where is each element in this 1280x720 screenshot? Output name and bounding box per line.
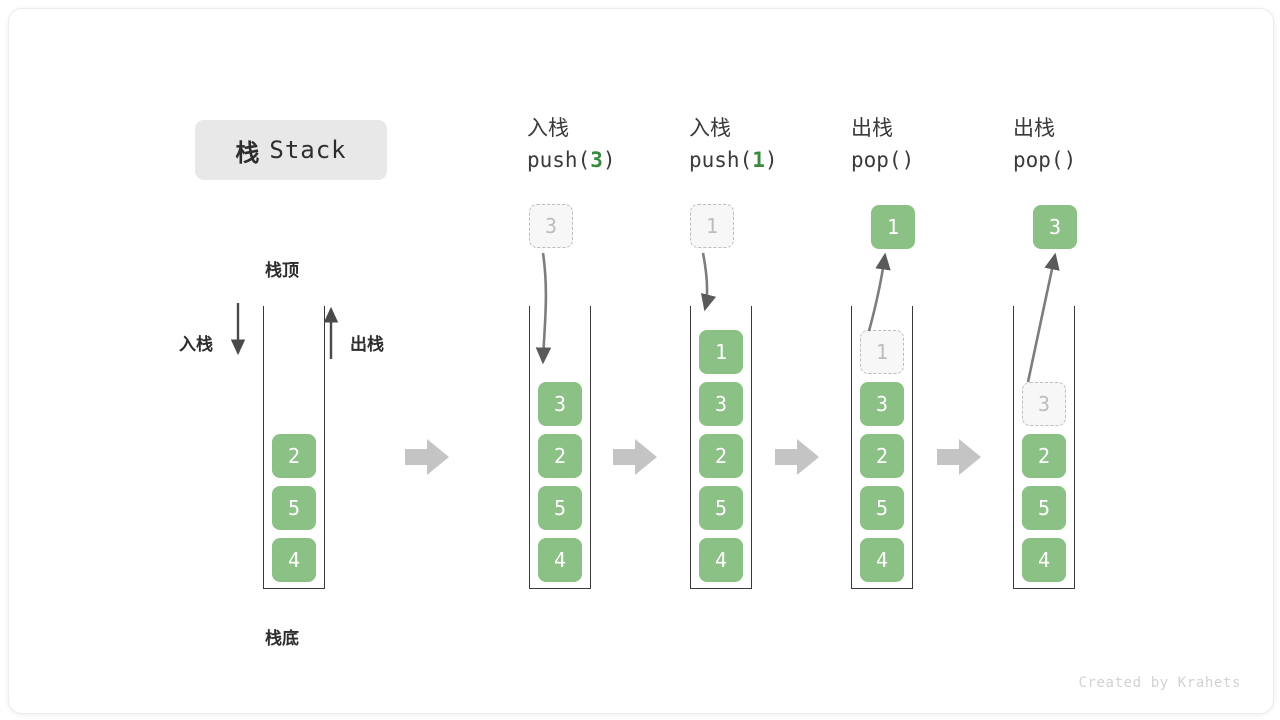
stack-cell: 2	[699, 434, 743, 478]
column-op-label: 出栈	[851, 117, 893, 140]
column-header-push-3: 入栈 push(3)	[527, 114, 687, 176]
page-title-en: Stack	[269, 136, 347, 164]
stack-cell: 2	[538, 434, 582, 478]
stack-cell: 3	[538, 382, 582, 426]
stack-wall-left	[529, 306, 530, 589]
stack-wall-right	[912, 306, 913, 589]
stack-wall-left	[851, 306, 852, 589]
stack-cell: 4	[272, 538, 316, 582]
diagram-card: 栈 Stack 栈顶 栈底 入栈 出栈 2 5 4 入栈 push(3) 3 3…	[8, 8, 1274, 714]
push-direction-label: 入栈	[179, 335, 213, 354]
stack-cell-ghost: 1	[860, 330, 904, 374]
stack-wall-right	[1074, 306, 1075, 589]
stack-cell: 4	[1022, 538, 1066, 582]
stack-container-push-1: 1 3 2 5 4	[690, 306, 752, 589]
flow-separator-arrow	[613, 439, 657, 475]
stack-top-label: 栈顶	[265, 261, 299, 280]
stack-cell: 3	[699, 382, 743, 426]
stack-cell: 4	[699, 538, 743, 582]
column-header-pop-2: 出栈 pop()	[1013, 114, 1173, 176]
stack-cell: 4	[538, 538, 582, 582]
stack-container-push-3: 3 2 5 4	[529, 306, 591, 589]
stack-container-pop-2: 3 2 5 4	[1013, 306, 1075, 589]
stack-cell-ghost: 3	[1022, 382, 1066, 426]
footer-credit: Created by Krahets	[1078, 675, 1241, 691]
stack-wall-left	[263, 306, 264, 589]
page-title-cn: 栈	[235, 139, 260, 167]
stack-bottom-label: 栈底	[265, 629, 299, 648]
stack-wall-left	[1013, 306, 1014, 589]
stack-cell: 5	[699, 486, 743, 530]
column-header-push-1: 入栈 push(1)	[689, 114, 849, 176]
flow-separator-arrow	[405, 439, 449, 475]
pop-direction-label: 出栈	[350, 335, 384, 354]
stack-floor	[263, 588, 325, 589]
stack-container-pop-1: 1 3 2 5 4	[851, 306, 913, 589]
stack-wall-right	[324, 306, 325, 589]
column-code-label: push(1)	[689, 148, 778, 172]
incoming-element-ghost: 1	[690, 204, 734, 248]
stack-floor	[529, 588, 591, 589]
stack-wall-right	[590, 306, 591, 589]
stack-floor	[690, 588, 752, 589]
column-code-label: push(3)	[527, 148, 616, 172]
page-title-badge: 栈 Stack	[195, 120, 387, 180]
stack-cell: 5	[538, 486, 582, 530]
stack-cell: 2	[1022, 434, 1066, 478]
stack-cell: 2	[860, 434, 904, 478]
column-op-label: 入栈	[527, 117, 569, 140]
stack-cell: 5	[860, 486, 904, 530]
stack-floor	[1013, 588, 1075, 589]
stack-cell: 5	[1022, 486, 1066, 530]
stack-floor	[851, 588, 913, 589]
incoming-element-ghost: 3	[529, 204, 573, 248]
stack-cell: 5	[272, 486, 316, 530]
stack-wall-right	[751, 306, 752, 589]
outgoing-element: 3	[1033, 205, 1077, 249]
stack-wall-left	[690, 306, 691, 589]
push-flow-arrow-1	[700, 252, 717, 312]
stack-cell: 3	[860, 382, 904, 426]
column-op-label: 入栈	[689, 117, 731, 140]
column-code-label: pop()	[1013, 148, 1077, 172]
column-code-label: pop()	[851, 148, 915, 172]
column-op-label: 出栈	[1013, 117, 1055, 140]
flow-separator-arrow	[775, 439, 819, 475]
stack-cell: 4	[860, 538, 904, 582]
stack-cell: 2	[272, 434, 316, 478]
column-header-pop-1: 出栈 pop()	[851, 114, 1011, 176]
flow-separator-arrow	[937, 439, 981, 475]
stack-container-initial: 2 5 4	[263, 306, 325, 589]
stack-cell: 1	[699, 330, 743, 374]
outgoing-element: 1	[871, 205, 915, 249]
